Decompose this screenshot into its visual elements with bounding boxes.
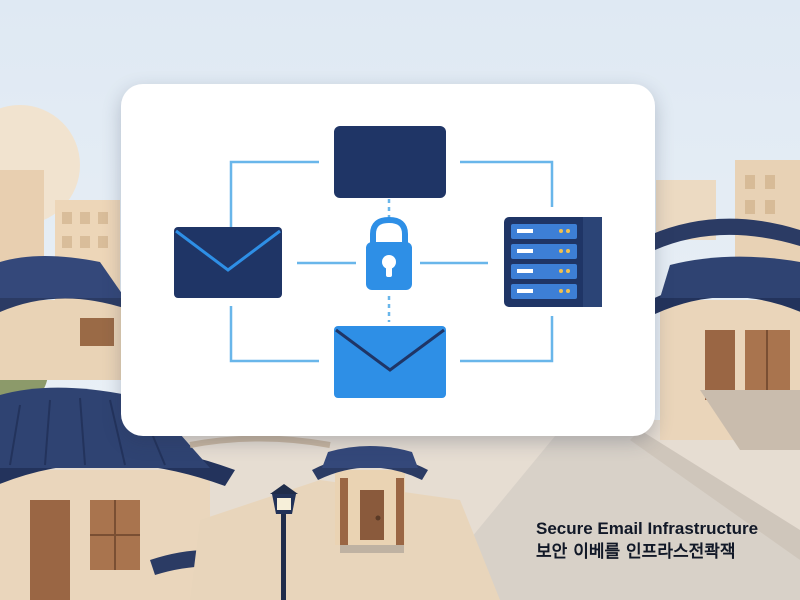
hanok-gate [189, 435, 500, 600]
hanok-left-front [0, 387, 260, 600]
server-icon [504, 217, 602, 307]
street-lamp [270, 484, 298, 600]
envelope-icon [174, 227, 282, 298]
monitor-icon [334, 126, 446, 198]
caption-english: Secure Email Infrastructure [536, 519, 759, 538]
hanok-left-upper [0, 256, 140, 380]
email-infrastructure-diagram [174, 126, 602, 398]
street [420, 430, 800, 600]
secure-email-diagram-card [121, 84, 655, 436]
hanok-right [650, 218, 800, 450]
padlock-icon [366, 216, 412, 290]
caption: Secure Email Infrastructure 보안 이베를 인프라스전… [536, 518, 786, 564]
envelope-open-icon [334, 326, 446, 398]
caption-korean: 보안 이베를 인프라스전콱잭 [536, 542, 736, 562]
